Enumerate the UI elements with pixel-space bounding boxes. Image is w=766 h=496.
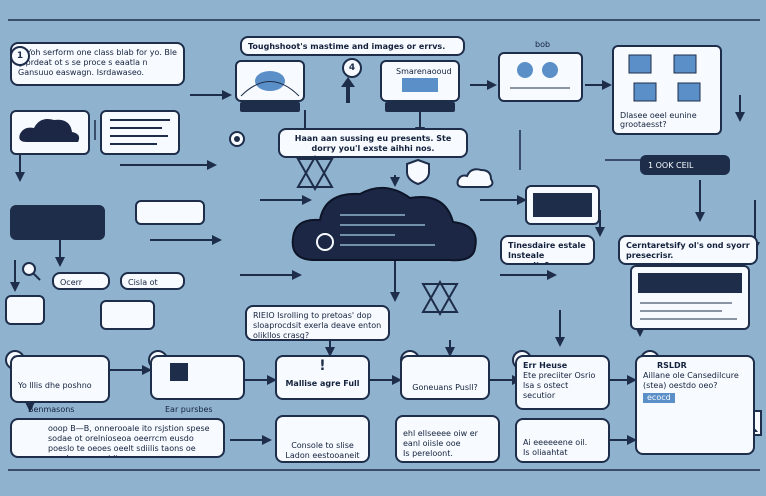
- cube-panel: Dlasee oeel eunine grootaesst?: [612, 45, 722, 135]
- star-network-icon: [296, 155, 334, 191]
- safe-box-icon: [5, 295, 45, 325]
- bottom-far-right-title: RSLDR: [657, 361, 687, 370]
- note-bottom-center-3: ehl ellseeee oiw er eanl oiisle ooe Is p…: [395, 415, 500, 463]
- device-box-icon: [100, 300, 155, 330]
- bottom-left-body: ooop B—B, onnerooale ito rsjstion spese …: [48, 424, 210, 456]
- shield-icon: [406, 158, 430, 186]
- note-bottom-left-2: [150, 355, 245, 400]
- note-bottom-left: Yo lllis dhe poshno: [10, 355, 110, 403]
- top-right-tag: bob: [535, 40, 551, 49]
- bottom-right-body: Ete preciiter Osrio lsa s ostect secutio…: [523, 371, 596, 400]
- note-bottom-far-right: RSLDR Aillane ole Cansedilcure (stea) oe…: [635, 355, 755, 455]
- small-list-box: [135, 200, 205, 225]
- note-center-alert: Haan aan sussing eu presents. Ste dorry …: [278, 128, 468, 158]
- cloud-box-left: [10, 110, 90, 155]
- monitor-stand: [240, 102, 300, 112]
- note-bottom-left-body: ooop B—B, onnerooale ito rsjstion spese …: [10, 418, 225, 458]
- bottom-far-right-badge: ecocd: [643, 393, 675, 403]
- bottom-far-right-body: Aillane ole Cansedilcure (stea) oestdo o…: [643, 371, 739, 390]
- monitor-stand-2: [385, 102, 455, 112]
- note-bottom-right: Err Heuse Ete preciiter Osrio lsa s oste…: [515, 355, 610, 410]
- top-right-caption: Dlasee oeel eunine grootaesst?: [620, 111, 697, 129]
- step-badge-2: 4: [342, 58, 362, 78]
- terminal-box: [10, 205, 105, 240]
- note-left-sticky-2: Cisla ot: [120, 272, 185, 290]
- note-right-mid-2: Cerntaretsify ol's ond syorr presecrisr.: [618, 235, 758, 265]
- note-right-mid: Tinesdaire estale Insteale preseits?: [500, 235, 595, 265]
- list-box-left: [100, 110, 180, 155]
- note-mid-center: RIEIO Isrolling to pretoas' dop sloaproc…: [245, 305, 390, 341]
- note-top-center: Toughshoot's mastime and images or errvs…: [240, 36, 465, 56]
- right-panel-tag: 1 OOK CEIL: [640, 155, 730, 175]
- step-badge-1: 1: [10, 46, 30, 66]
- right-screen: [525, 185, 600, 225]
- bottom-center-4-text: Is pereloont.: [403, 449, 453, 458]
- bottom-left-2-caption: Ear pursbes: [165, 405, 213, 414]
- note-bottom-center-2: Goneuans Pusll?: [400, 355, 490, 400]
- cloud-server-icon: [291, 187, 477, 262]
- monitor-screen-2: Smarenaooud: [380, 60, 460, 102]
- bottom-right-3-text: Is oliaahtat: [523, 448, 568, 457]
- note-top-left: Ω Yoh serform one class blab for yo. Ble…: [10, 42, 185, 86]
- bottom-right-2-text: Ai eeeeeene oil.: [523, 438, 588, 447]
- star-network-icon-2: [421, 280, 459, 316]
- bottom-left-caption: Benmasons: [28, 405, 75, 414]
- magnifier-icon: [22, 262, 41, 281]
- warning-icon: !: [319, 358, 326, 374]
- bottom-left-title: Yo lllis dhe poshno: [18, 381, 92, 390]
- bottom-center-2-label: Goneuans Pusll?: [412, 383, 478, 392]
- bottom-center-body: Console to slise Ladon eestooaneit: [285, 441, 360, 460]
- screen-panel: [498, 52, 583, 102]
- bottom-center-alert-label: Mallise agre Full: [285, 379, 360, 388]
- note-left-sticky: Ocerr purso?: [52, 272, 110, 290]
- bottom-center-3-text: ehl ellseeee oiw er eanl oiisle ooe: [403, 429, 478, 448]
- right-panel-tag-label: 1 OOK CEIL: [648, 161, 694, 170]
- upload-arrow-icon: [341, 77, 355, 103]
- right-doc-panel: [630, 265, 750, 330]
- monitor-screen: [235, 60, 305, 102]
- small-cloud-icon: [456, 168, 494, 188]
- note-bottom-center-alert: ! Mallise agre Full: [275, 355, 370, 400]
- note-bottom-center-body: Console to slise Ladon eestooaneit: [275, 415, 370, 463]
- screen-label: Smarenaooud: [396, 67, 452, 76]
- target-icon: [229, 131, 245, 147]
- note-bottom-right-2: Ai eeeeeene oil. Is oliaahtat: [515, 418, 610, 463]
- bottom-right-heading: Err Heuse: [523, 361, 568, 370]
